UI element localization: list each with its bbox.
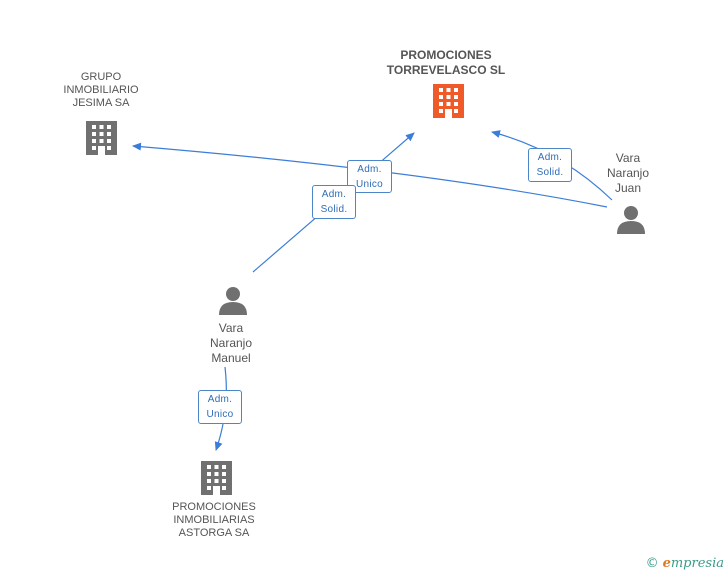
person-icon-manuel[interactable] — [219, 287, 247, 315]
edge-label-juan-main: Adm. Solid. — [528, 148, 572, 182]
edge-label-manuel-main: Adm. Solid. — [312, 185, 356, 219]
copyright-icon: © — [645, 556, 659, 571]
node-label-astorga[interactable]: PROMOCIONES INMOBILIARIAS ASTORGA SA — [172, 501, 256, 539]
person-icon-juan[interactable] — [617, 206, 645, 234]
edge-juan-to-grupo — [132, 142, 608, 208]
node-label-juan[interactable]: Vara Naranjo Juan — [606, 151, 650, 195]
building-icon-astorga[interactable] — [201, 461, 232, 495]
building-icon-grupo[interactable] — [86, 121, 117, 155]
node-label-manuel[interactable]: Vara Naranjo Manuel — [209, 321, 253, 365]
building-icon-main[interactable] — [433, 84, 464, 118]
node-label-grupo[interactable]: GRUPO INMOBILIARIO JESIMA SA — [63, 71, 139, 109]
brand-initial: e — [662, 556, 671, 571]
brand-name: mpresia — [670, 556, 724, 571]
empresia-watermark: ©empresia — [646, 556, 724, 571]
edge-label-manuel-astorga: Adm. Unico — [198, 390, 242, 424]
node-label-main-company[interactable]: PROMOCIONES TORREVELASCO SL — [386, 48, 506, 77]
